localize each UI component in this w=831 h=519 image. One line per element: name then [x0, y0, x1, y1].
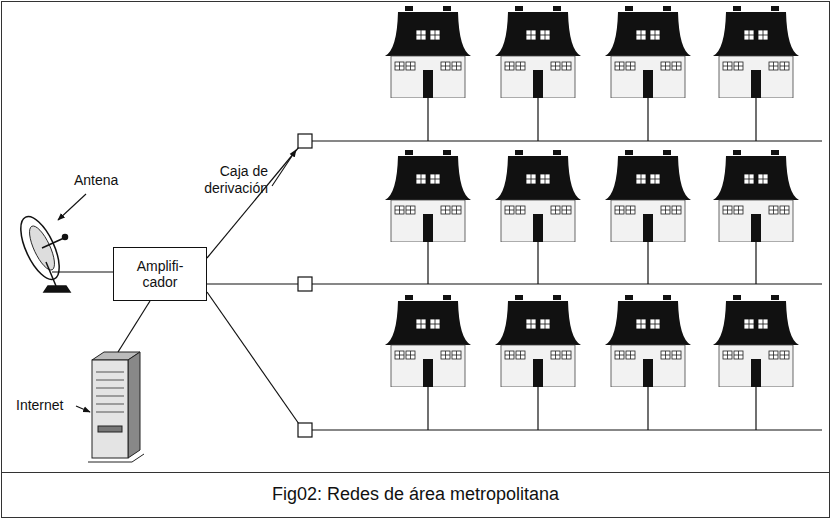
leader-arrows	[58, 150, 296, 412]
antenna-dish	[13, 211, 70, 292]
antenna-label: Antena	[74, 172, 144, 189]
box-text: Amplifi- cador	[130, 258, 190, 290]
internet-label: Internet	[16, 397, 78, 414]
tap-boxes	[298, 134, 312, 437]
internet-server	[88, 352, 144, 462]
trunk-cables	[52, 141, 822, 430]
figure-caption: Fig02: Redes de área metropolitana	[0, 484, 831, 506]
amplifier-box: Amplifi- cador	[113, 247, 207, 301]
houses	[385, 6, 799, 387]
tap-box-label: Caja de derivación	[188, 163, 268, 197]
house-drops	[428, 98, 756, 430]
